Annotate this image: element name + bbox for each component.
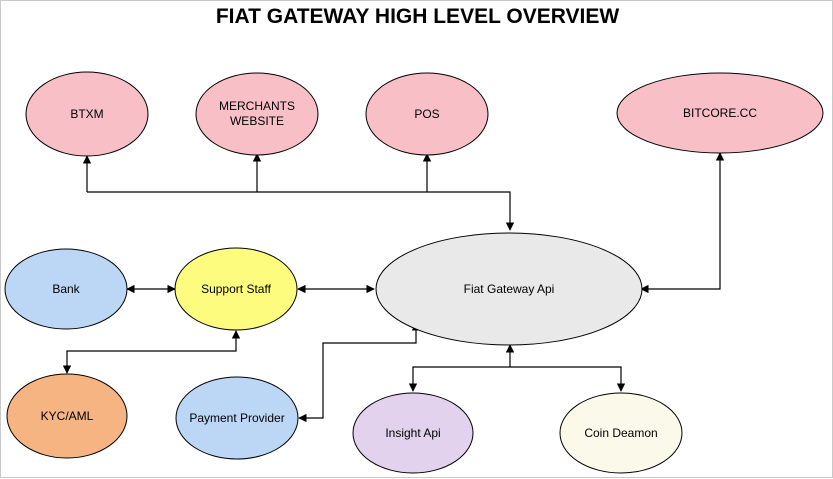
connector-support-kyc: [62, 330, 241, 374]
node-payment-provider-label: Payment Provider: [189, 411, 284, 425]
connector-payment-fiat: [298, 322, 421, 423]
node-bitcore-label: BITCORE.CC: [683, 106, 757, 120]
node-insight-api: Insight Api: [352, 392, 474, 474]
node-coin-deamon: Coin Deamon: [559, 392, 683, 474]
node-support-staff-label: Support Staff: [201, 282, 271, 296]
diagram-title: FIAT GATEWAY HIGH LEVEL OVERVIEW: [215, 5, 620, 28]
node-kyc-aml: KYC/AML: [6, 373, 128, 459]
node-fiat-gateway-api: Fiat Gateway Api: [375, 232, 643, 346]
node-merchants-website: MERCHANTS WEBSITE: [195, 72, 319, 156]
node-kyc-label: KYC/AML: [41, 409, 94, 423]
node-pos-label: POS: [414, 107, 439, 121]
node-pos: POS: [365, 72, 489, 156]
connector-coin-deamon: [510, 366, 626, 392]
node-coin-deamon-label: Coin Deamon: [584, 426, 657, 440]
node-support-staff: Support Staff: [174, 247, 298, 331]
node-bitcore: BITCORE.CC: [616, 72, 824, 154]
connector-top-bus: [87, 191, 515, 231]
node-btxm: BTXM: [25, 71, 149, 157]
connector-bitcore: [640, 152, 725, 294]
node-bank: Bank: [4, 248, 128, 330]
node-bank-label: Bank: [52, 282, 80, 296]
node-fiat-gateway-label: Fiat Gateway Api: [464, 282, 555, 296]
node-merchants-label-line2: WEBSITE: [230, 114, 284, 128]
connector-insight: [408, 366, 510, 392]
node-merchants-label-line1: MERCHANTS: [219, 99, 295, 113]
node-btxm-label: BTXM: [70, 107, 103, 121]
node-payment-provider: Payment Provider: [175, 376, 299, 460]
node-insight-label: Insight Api: [385, 426, 440, 440]
